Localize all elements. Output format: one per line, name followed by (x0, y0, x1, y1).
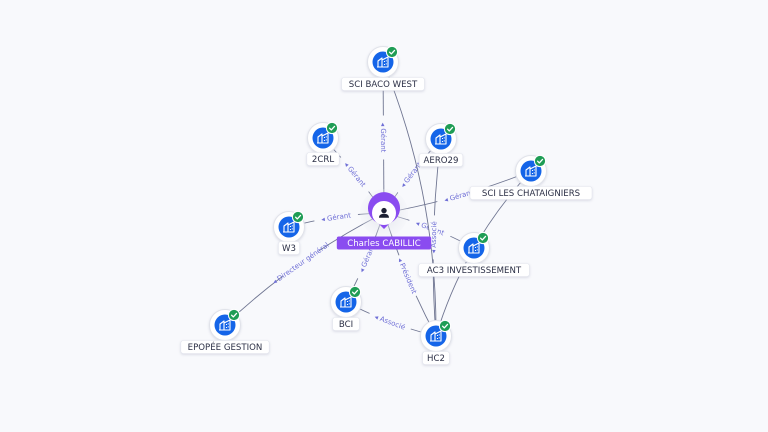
person-label[interactable]: Charles CABILLIC (336, 236, 432, 250)
verified-check-icon (325, 121, 339, 135)
company-node-hc2[interactable]: HC2 (420, 319, 452, 365)
company-label[interactable]: SCI LES CHATAIGNIERS (469, 186, 593, 200)
verified-check-icon (476, 231, 490, 245)
company-label-bg (418, 263, 530, 277)
relation-label-text: ◂ Associé (373, 313, 406, 332)
building-icon (468, 242, 480, 254)
company-node-sci-les-chataigniers[interactable]: SCI LES CHATAIGNIERS (469, 154, 593, 200)
relation-label-bg (367, 309, 413, 334)
company-label-bg (306, 152, 340, 166)
verified-check-icon (385, 45, 399, 59)
company-name: W3 (282, 244, 296, 254)
company-node-sci-baco-west[interactable]: SCI BACO WEST (341, 45, 425, 91)
company-label-bg (278, 241, 300, 255)
relation-label-bci: ◂ Associé (367, 309, 413, 334)
relation-label-bg (379, 115, 389, 160)
relation-label-text: ◂ Gérant (342, 160, 367, 188)
company-label-bg (180, 340, 270, 354)
company-name: SCI LES CHATAIGNIERS (482, 189, 580, 199)
company-node-ac3-investissement[interactable]: AC3 INVESTISSEMENT (418, 231, 530, 277)
company-node-2crl[interactable]: 2CRL (306, 121, 340, 166)
company-label-bg (332, 317, 360, 331)
building-icon (219, 319, 231, 331)
company-name: AERO29 (424, 156, 459, 166)
company-name: 2CRL (312, 155, 334, 165)
relation-label-hc2: ◂ Président (394, 253, 421, 298)
company-label[interactable]: SCI BACO WEST (341, 77, 425, 91)
building-icon (430, 330, 442, 342)
relation-label-text: ◂ Gérant (321, 211, 352, 223)
verified-check-icon (348, 285, 362, 299)
person-label-bg (336, 236, 432, 250)
verified-check-icon (291, 210, 305, 224)
relation-label-w3: ◂ Gérant (313, 208, 359, 225)
person-node-center[interactable]: Charles CABILLIC (336, 189, 432, 250)
verified-check-icon (533, 154, 547, 168)
company-name: BCI (339, 320, 353, 330)
company-node-w3[interactable]: W3 (273, 210, 305, 255)
relation-label-bg (313, 208, 359, 225)
company-label-bg (341, 77, 425, 91)
company-node-bci[interactable]: BCI (330, 285, 362, 331)
company-label[interactable]: 2CRL (306, 152, 340, 166)
relation-label-sci-baco-west: ◂ Gérant (379, 115, 389, 160)
company-label[interactable]: HC2 (422, 351, 450, 365)
verified-check-icon (438, 319, 452, 333)
company-name: EPOPÉE GESTION (188, 341, 263, 353)
company-name: AC3 INVESTISSEMENT (427, 266, 522, 276)
company-label[interactable]: AERO29 (418, 153, 464, 167)
verified-check-icon (443, 122, 457, 136)
relation-label-2crl: ◂ Gérant (338, 154, 373, 194)
building-icon (525, 165, 537, 177)
building-icon (340, 296, 352, 308)
company-label[interactable]: W3 (278, 241, 300, 255)
company-label[interactable]: EPOPÉE GESTION (180, 340, 270, 354)
person-name: Charles CABILLIC (347, 239, 421, 249)
person-icon (379, 207, 389, 218)
relation-edge-hc2 (382, 61, 437, 337)
relation-label-text: ◂ Associé (430, 221, 439, 253)
company-label-bg (418, 153, 464, 167)
building-icon (377, 56, 389, 68)
company-node-aero29[interactable]: AERO29 (418, 122, 464, 167)
verified-check-icon (227, 308, 241, 322)
building-icon (317, 132, 329, 144)
relation-label-bg (279, 246, 321, 280)
relation-label-bg (436, 184, 481, 206)
company-name: SCI BACO WEST (349, 80, 418, 90)
building-icon (435, 133, 447, 145)
relation-label-bg (338, 154, 373, 194)
company-label-bg (422, 351, 450, 365)
company-label-bg (469, 186, 593, 200)
company-label[interactable]: AC3 INVESTISSEMENT (418, 263, 530, 277)
company-node-epopee-gestion[interactable]: EPOPÉE GESTION (180, 308, 270, 354)
relation-label-text: ◂ Gérant (379, 123, 387, 153)
company-name: HC2 (427, 354, 445, 364)
relation-label-bg (394, 253, 421, 298)
company-label[interactable]: BCI (332, 317, 360, 331)
building-icon (283, 221, 295, 233)
